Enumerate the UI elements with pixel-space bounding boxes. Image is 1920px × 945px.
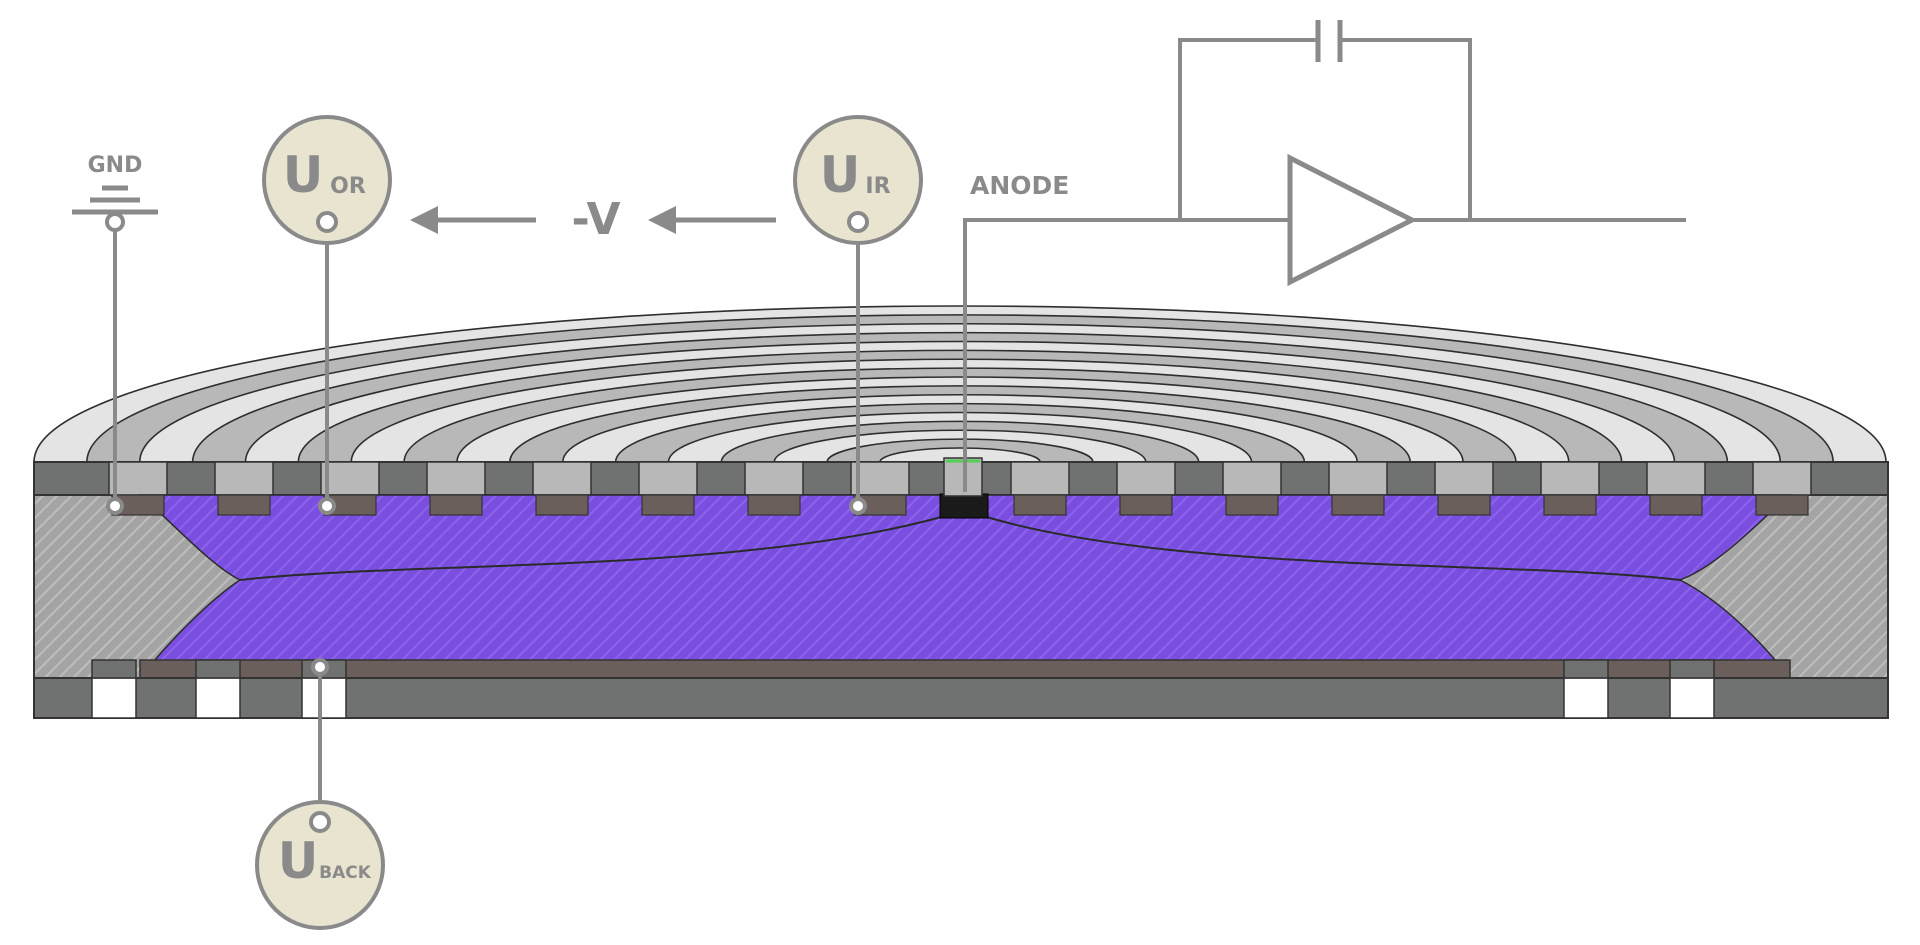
- bottom-ridge: [91, 659, 137, 679]
- meter-u-back-main: U: [278, 832, 319, 890]
- arrow-left-icon: [410, 206, 536, 234]
- ring-stub: [1434, 461, 1494, 496]
- bottom-ridge: [195, 659, 241, 679]
- ring-stub: [1646, 461, 1706, 496]
- capacitor-icon: [1315, 20, 1343, 62]
- bottom-notch: [1669, 677, 1715, 719]
- ring-contact: [747, 494, 801, 516]
- ring-stub: [1540, 461, 1600, 496]
- ring-contact: [1755, 494, 1809, 516]
- ring-stub: [108, 461, 168, 496]
- op-amp-triangle-icon: [1287, 153, 1418, 287]
- ring-contact: [535, 494, 589, 516]
- ring-stub: [1222, 461, 1282, 496]
- ring-stub: [532, 461, 592, 496]
- terminal-u-or: [318, 497, 336, 515]
- ring-stub: [1010, 461, 1070, 496]
- drift-ring: [879, 447, 1041, 462]
- meter-u-back-sub: BACK: [319, 863, 372, 883]
- ring-stub: [638, 461, 698, 496]
- meter-u-back: U BACK: [255, 800, 385, 930]
- terminal-u-back: [311, 658, 329, 676]
- ring-contact: [1013, 494, 1067, 516]
- bottom-notch: [195, 677, 241, 719]
- ring-contact: [217, 494, 271, 516]
- ring-contact: [1543, 494, 1597, 516]
- ring-contact: [1649, 494, 1703, 516]
- top-ring-contacts: [111, 494, 1809, 516]
- ring-stub: [320, 461, 380, 496]
- bottom-notch: [91, 677, 137, 719]
- ring-stub: [744, 461, 804, 496]
- ring-contact: [1225, 494, 1279, 516]
- meter-u-ir-main: U: [820, 146, 861, 204]
- anode-label: ANODE: [970, 171, 1069, 200]
- ring-contact: [641, 494, 695, 516]
- ring-contact: [1331, 494, 1385, 516]
- bottom-notch: [301, 677, 347, 719]
- bottom-ring-cuts: [91, 659, 1715, 719]
- meter-u-ir-sub: IR: [865, 174, 890, 199]
- back-contact: [139, 659, 1791, 679]
- ring-contact: [429, 494, 483, 516]
- anode-pad: [939, 493, 989, 519]
- ground-symbol-icon: [72, 185, 158, 232]
- depletion-region: [137, 494, 1793, 679]
- ring-contact: [1437, 494, 1491, 516]
- gnd-label: GND: [88, 153, 143, 178]
- meter-u-or-main: U: [283, 146, 324, 204]
- voltage-label: -V: [571, 194, 620, 245]
- meter-u-ir: U IR: [793, 115, 923, 245]
- drift-rings: [33, 305, 1887, 462]
- ring-stub: [1328, 461, 1388, 496]
- terminal-gnd: [106, 497, 124, 515]
- field-line-left: [239, 509, 966, 581]
- meter-u-or-sub: OR: [330, 174, 366, 199]
- ring-contact: [1119, 494, 1173, 516]
- meter-u-or: U OR: [262, 115, 392, 245]
- bottom-notch: [1563, 677, 1609, 719]
- ring-stub: [1752, 461, 1812, 496]
- bottom-ridge: [1563, 659, 1609, 679]
- ring-stub: [1116, 461, 1176, 496]
- ring-stub: [426, 461, 486, 496]
- ring-stub: [214, 461, 274, 496]
- arrow-left-icon-2: [648, 206, 776, 234]
- wiring: [113, 38, 1686, 820]
- terminal-u-ir: [849, 497, 867, 515]
- field-line-right: [964, 509, 1681, 581]
- bottom-ridge: [1669, 659, 1715, 679]
